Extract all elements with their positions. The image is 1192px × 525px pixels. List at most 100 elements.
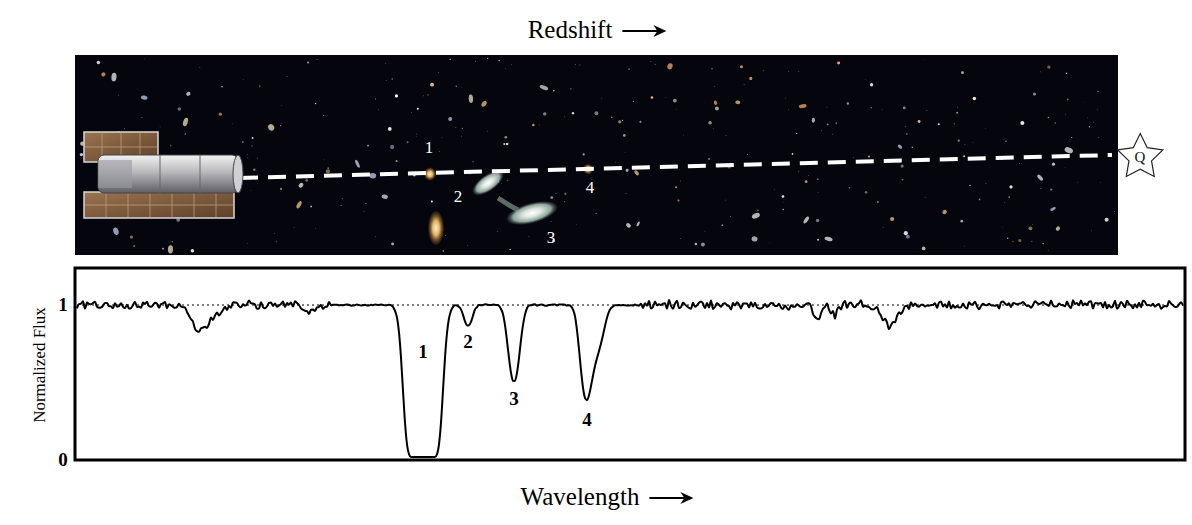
star: [964, 143, 966, 145]
star: [711, 68, 712, 69]
star: [253, 169, 256, 172]
distant-galaxy: [636, 221, 641, 227]
star: [615, 161, 617, 163]
axis-arrow: [622, 30, 658, 32]
star: [130, 235, 133, 238]
star: [583, 153, 585, 155]
star: [881, 109, 883, 111]
star: [1040, 71, 1042, 73]
star: [252, 137, 254, 139]
star: [528, 235, 530, 237]
star: [762, 70, 764, 72]
tick-label: 1: [58, 295, 68, 316]
star: [280, 188, 282, 190]
star: [972, 141, 974, 143]
distant-galaxy: [634, 169, 640, 176]
star: [675, 186, 677, 188]
star: [817, 191, 819, 193]
galaxy: [428, 211, 444, 245]
star: [871, 107, 872, 108]
star: [673, 99, 677, 103]
distant-galaxy: [469, 94, 474, 103]
star: [170, 145, 171, 146]
star: [1067, 99, 1069, 101]
star: [252, 145, 253, 146]
star: [543, 112, 546, 115]
star: [926, 110, 928, 112]
star: [396, 160, 398, 162]
star: [782, 201, 784, 203]
star: [808, 175, 810, 177]
star: [390, 145, 394, 149]
star: [654, 64, 656, 66]
star: [651, 96, 654, 99]
star: [305, 179, 308, 182]
star: [1097, 108, 1099, 110]
star: [575, 63, 577, 65]
star: [1018, 239, 1021, 242]
star: [178, 107, 181, 110]
star: [411, 112, 413, 114]
star: [969, 185, 970, 186]
star: [415, 136, 417, 138]
star: [80, 153, 83, 156]
telescope-body: [98, 155, 238, 193]
distant-galaxy: [141, 95, 148, 100]
star: [1091, 230, 1093, 232]
star: [507, 180, 509, 182]
star: [1029, 226, 1033, 230]
star: [957, 106, 959, 108]
distant-galaxy: [667, 63, 674, 70]
star: [327, 167, 329, 169]
star: [466, 245, 468, 247]
star: [596, 213, 597, 214]
star: [601, 98, 603, 100]
star: [570, 88, 571, 89]
star: [472, 161, 473, 162]
star: [462, 128, 463, 129]
telescope-module: [98, 160, 132, 188]
star: [680, 180, 682, 182]
star: [897, 162, 899, 164]
star: [97, 61, 100, 64]
star-outline: [1117, 133, 1162, 176]
star: [487, 130, 489, 132]
star: [682, 134, 684, 136]
star: [769, 242, 771, 244]
star: [542, 82, 544, 84]
star: [124, 128, 126, 130]
distant-galaxy: [735, 100, 740, 104]
star: [506, 143, 509, 146]
star: [564, 201, 566, 203]
axis-arrows: [622, 25, 693, 504]
star: [281, 105, 283, 107]
star: [827, 123, 829, 125]
star: [624, 151, 626, 153]
star: [388, 127, 392, 131]
star: [496, 231, 498, 233]
distant-galaxy: [267, 123, 276, 132]
star: [639, 121, 641, 123]
star: [141, 117, 142, 118]
star: [395, 94, 398, 97]
star: [1076, 181, 1078, 183]
star: [385, 80, 387, 82]
star: [1008, 196, 1010, 198]
star: [782, 195, 785, 198]
star: [724, 199, 726, 201]
star: [964, 245, 966, 247]
star: [787, 71, 789, 73]
star: [744, 84, 745, 85]
star: [798, 70, 800, 72]
star: [906, 133, 907, 134]
distant-galaxy: [369, 173, 376, 179]
star: [708, 121, 712, 125]
star: [293, 227, 295, 229]
star: [431, 201, 433, 203]
telescope-seam: [200, 155, 201, 193]
star: [956, 112, 958, 114]
star: [1047, 65, 1050, 68]
star: [961, 71, 964, 74]
star: [816, 219, 820, 223]
callout-number: 1: [418, 342, 428, 363]
